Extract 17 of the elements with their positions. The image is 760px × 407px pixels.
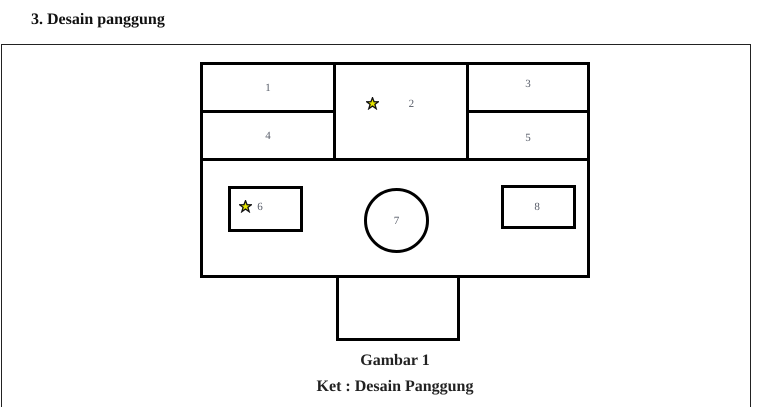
area-number: 4: [265, 130, 271, 142]
area-number: 7: [394, 214, 400, 226]
caption-text: Ket : Desain Panggung: [316, 378, 474, 395]
area-number: 6: [257, 200, 263, 213]
area-number: 3: [525, 78, 531, 90]
area-box: [501, 185, 576, 229]
stage-box: [200, 158, 590, 278]
title: 3. Desain panggung: [31, 11, 165, 29]
stage-box: [336, 275, 460, 341]
area-number: 5: [525, 132, 531, 144]
area-number: 2: [408, 98, 414, 110]
area-box: [200, 62, 336, 113]
area-box: [228, 186, 303, 232]
caption-text: Gambar 1: [360, 352, 430, 369]
area-box: [466, 62, 590, 113]
area-number: 8: [534, 201, 540, 213]
area-number: 1: [265, 82, 271, 94]
